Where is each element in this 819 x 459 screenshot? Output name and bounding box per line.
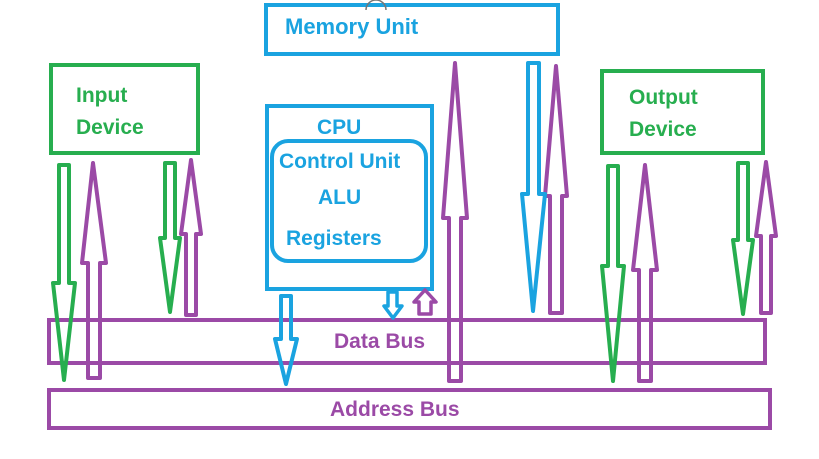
- output-device-label-line1: Output: [629, 86, 698, 109]
- cpu-to-address-bus-arrow: [273, 294, 299, 386]
- cpu-to-data-bus-arrow: [382, 290, 404, 320]
- address-bus-to-input-arrow: [80, 161, 108, 380]
- alu-label: ALU: [318, 186, 361, 209]
- cpu-title: CPU: [317, 116, 361, 139]
- output-to-data-bus-arrow: [754, 160, 778, 315]
- input-device-label-line1: Input: [76, 84, 127, 107]
- input-device-block: Input Device: [49, 63, 200, 155]
- memory-to-data-bus-arrow: [520, 61, 547, 313]
- memory-unit-label: Memory Unit: [285, 14, 419, 39]
- address-bus-label: Address Bus: [330, 398, 460, 421]
- top-artifact: [365, 0, 387, 11]
- input-to-data-bus-arrow: [158, 161, 182, 314]
- data-bus-to-memory-arrow: [543, 64, 569, 315]
- input-to-address-bus-arrow: [51, 163, 77, 382]
- input-device-label-line2: Device: [76, 116, 144, 139]
- memory-unit-block: Memory Unit: [264, 3, 560, 56]
- registers-label: Registers: [286, 227, 382, 250]
- cpu-inner-box: [270, 139, 428, 263]
- data-bus-label: Data Bus: [334, 330, 425, 353]
- data-bus-block: Data Bus: [47, 318, 767, 365]
- data-bus-to-cpu-arrow: [412, 288, 438, 316]
- data-bus-to-output-arrow: [731, 161, 755, 316]
- address-bus-to-memory-arrow: [441, 61, 469, 383]
- control-unit-label: Control Unit: [279, 150, 400, 173]
- data-bus-to-input-arrow: [179, 158, 203, 317]
- output-device-block: Output Device: [600, 69, 765, 155]
- address-bus-to-output-arrow: [600, 164, 626, 383]
- output-to-address-bus-arrow: [631, 163, 659, 383]
- address-bus-block: Address Bus: [47, 388, 772, 430]
- cpu-block: CPU Control Unit ALU Registers: [265, 104, 434, 291]
- output-device-label-line2: Device: [629, 118, 697, 141]
